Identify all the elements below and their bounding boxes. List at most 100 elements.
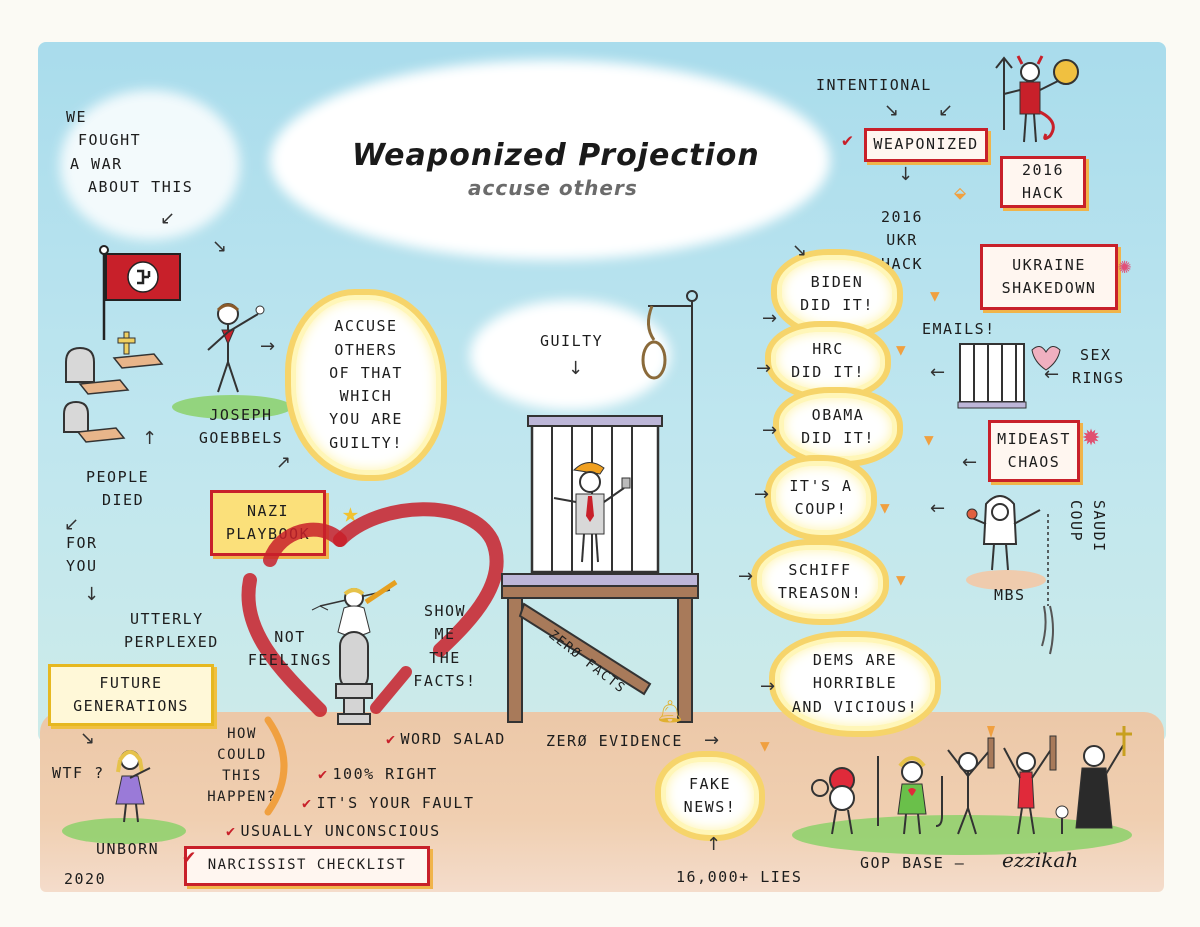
arrow-icon: → <box>704 730 720 751</box>
mbs-ground <box>966 570 1046 590</box>
dangling-line <box>1041 514 1054 655</box>
unborn-grass <box>62 818 186 844</box>
arrow-icon: → <box>762 308 778 329</box>
goebbels-grass <box>172 395 292 419</box>
goebbels-figure <box>207 303 265 393</box>
show-facts-note: SHOW ME THE FACTS! <box>413 602 477 690</box>
war-note: WE FOUGHT A WAR ABOUT THIS <box>66 108 194 196</box>
title-cloud <box>270 60 830 260</box>
not-feelings-note: NOT FEELINGS <box>247 628 333 670</box>
nazi-playbook-book: NAZI PLAYBOOK <box>210 490 326 556</box>
arrow-icon: → <box>738 566 754 587</box>
how-could-note: HOW COULD THIS HAPPEN? <box>207 726 277 805</box>
graves-icon <box>63 331 164 443</box>
arrow-icon: ↑ <box>142 428 158 449</box>
intentional-note: INTENTIONAL <box>816 76 932 94</box>
lies-label: 16,000+ LIES <box>676 868 803 886</box>
torch-icon: ▼ <box>760 736 770 755</box>
arrow-icon: → <box>756 358 772 379</box>
check-icon: ✔ <box>318 765 329 783</box>
check-icon: ✔ <box>842 130 853 151</box>
goebbels-label: JOSEPH GOEBBELS <box>198 406 284 448</box>
year-label: 2020 <box>64 870 107 888</box>
flag-icon <box>99 245 181 340</box>
arrow-icon: ↗ <box>276 452 292 473</box>
gallows-and-cage <box>501 290 699 723</box>
gop-base-label: GOP BASE — <box>860 854 966 872</box>
cone-icon: ⬙ <box>954 180 967 204</box>
zero-evidence-note: ZERØ EVIDENCE <box>546 732 683 750</box>
jail-cell-icon <box>957 343 1061 409</box>
page-subtitle: accuse others <box>468 176 638 200</box>
mideast-chaos-box: MIDEAST CHAOS <box>988 420 1080 482</box>
guilty-label: GUILTY <box>540 332 604 350</box>
arrow-icon: ↓ <box>898 164 914 185</box>
explosion-icon: ✹ <box>1082 418 1101 453</box>
unborn-girl-figure <box>115 750 151 823</box>
torch-icon: ▼ <box>930 286 940 305</box>
unborn-label: UNBORN <box>96 840 160 858</box>
mbs-label: MbS <box>994 586 1026 604</box>
how-could-arc <box>264 716 288 816</box>
fake-news-bubble: FAKE NEWS! <box>666 762 754 830</box>
page-title: Weaponized Projection <box>352 138 760 173</box>
arrow-icon: ↘ <box>80 728 96 749</box>
arrow-icon: → <box>260 336 276 357</box>
word-salad-note: ✔WORD SALAD <box>386 730 506 748</box>
arrow-icon: ↙ <box>938 100 954 121</box>
splat-icon: ✺ <box>1118 254 1132 279</box>
check-icon: ✔ <box>302 793 313 812</box>
arrow-icon: ↙ <box>160 208 176 229</box>
check-icon: ✔ <box>183 844 197 868</box>
sex-rings-note: SEX RINGS <box>1072 346 1125 388</box>
arrow-icon: ↑ <box>706 834 722 855</box>
guilty-cloud <box>470 300 670 410</box>
narcissist-checklist-box: ✔ NARCISSIST CHECKLIST <box>183 844 430 886</box>
check-icon: ✔ <box>226 822 237 840</box>
arrow-icon: ← <box>930 362 946 383</box>
arrow-icon: ← <box>930 498 946 519</box>
torch-icon: ▼ <box>896 570 906 589</box>
emails-note: EMAILS! <box>922 320 996 338</box>
gop-base-crowd <box>811 726 1132 835</box>
arrow-icon: → <box>762 420 778 441</box>
arrow-icon: ↓ <box>84 584 100 605</box>
torch-icon: ▼ <box>924 430 934 449</box>
torch-icon: ▼ <box>880 498 890 517</box>
arrow-icon: ↘ <box>884 100 900 121</box>
left-cloud <box>60 90 240 240</box>
lady-justice-statue <box>311 579 398 725</box>
signature: ezzikah <box>1002 848 1079 872</box>
checklist: ✔100% RIGHT ✔IT'S YOUR FAULT ✔USUALLY UN… <box>226 765 475 840</box>
arrow-icon: ↘ <box>212 236 228 257</box>
torch-icon: ▼ <box>896 340 906 359</box>
arrow-icon: → <box>760 676 776 697</box>
arrow-icon: ← <box>962 452 978 473</box>
ukraine-shakedown-box: UKRAINE SHAKEDOWN <box>980 244 1118 310</box>
arrow-icon: ↙ <box>64 514 80 535</box>
arrow-icon: ← <box>1044 364 1060 385</box>
utterly-perplexed-note: UTTERLY PERPLEXED <box>124 610 219 652</box>
arrow-icon: ↘ <box>792 240 808 261</box>
people-died-note: PEOPLE DIED <box>86 468 150 510</box>
mbs-figure <box>966 495 1041 571</box>
heart-shape <box>241 502 504 717</box>
for-you-note: FOR YOU <box>66 534 98 576</box>
devil-figure <box>995 55 1079 143</box>
weaponized-box: WEAPONIZED <box>864 128 988 162</box>
wtf-note: WTF ? <box>52 764 105 782</box>
hack-2016-box: 2016 HACK <box>1000 156 1086 208</box>
arrow-icon: → <box>754 484 770 505</box>
future-generations-box: FUTURE GENERATIONS <box>48 664 214 726</box>
ukr-hack-note: 2016 UKR HACK <box>880 208 924 273</box>
arrow-icon: ↓ <box>568 358 584 379</box>
bell-icon: 🔔︎ <box>656 700 684 725</box>
accuse-others-bubble: ACCUSE OTHERS OF THAT WHICH YOU ARE GUIL… <box>296 300 436 470</box>
check-icon: ✔ <box>386 730 397 748</box>
